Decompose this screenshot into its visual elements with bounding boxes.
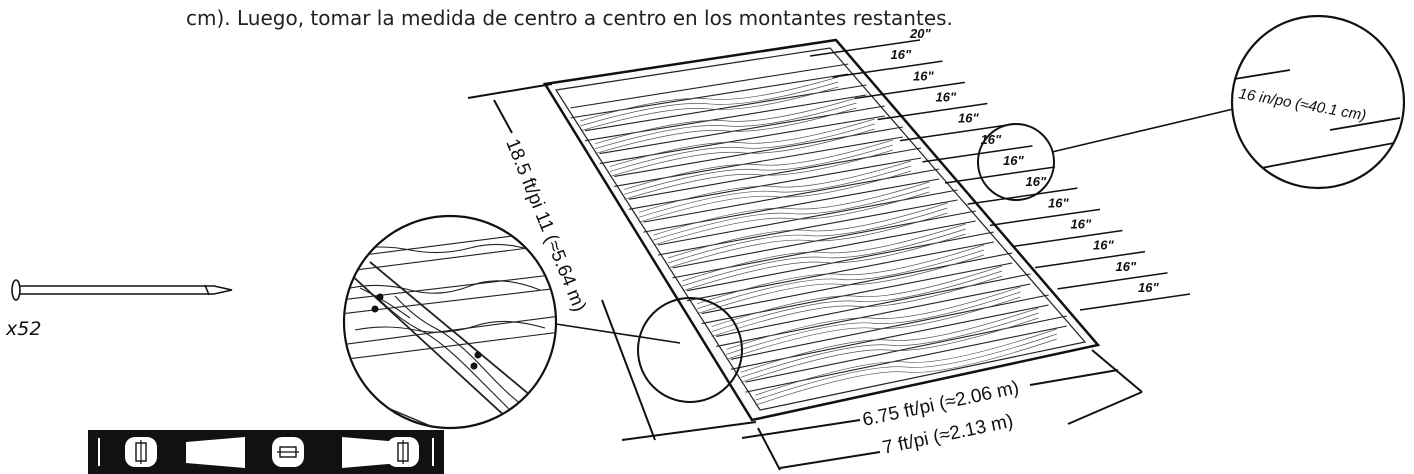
instruction-caption: cm). Luego, tomar la medida de centro a …: [186, 6, 953, 30]
level-vial: [387, 437, 419, 467]
detail-callout-circle: [977, 123, 1055, 201]
magnifier-circle-nailing: [342, 214, 558, 430]
spacing-extension-line: [877, 102, 988, 121]
spacing-extension-line: [1079, 293, 1191, 311]
joist-spacing-label: 16": [1071, 217, 1092, 232]
width-dimensions: [741, 349, 1143, 471]
spacing-extension-line: [1057, 272, 1168, 290]
spacing-extension-line: [944, 166, 1056, 184]
spacing-extension-line: [809, 39, 921, 57]
floor-frame: [542, 38, 1101, 422]
spacing-extension-line: [989, 208, 1101, 227]
joist-spacing-label: 16": [958, 111, 979, 126]
level-icon: [88, 430, 444, 474]
joist-spacing-label: 16": [1138, 280, 1159, 295]
joist-spacing-label: 16": [1093, 238, 1114, 253]
nail-quantity: x52: [6, 318, 42, 340]
spacing-extension-line: [854, 81, 966, 100]
joist-spacing-label: 16": [891, 47, 912, 62]
spacing-extension-line: [832, 60, 943, 78]
spacing-extension-line: [967, 187, 1078, 205]
spacing-extension-line: [1012, 229, 1123, 248]
joist-spacing-label: 16": [1026, 174, 1047, 189]
level-vial: [125, 437, 157, 467]
spacing-extension-line: [1034, 250, 1146, 269]
length-dimension: [467, 83, 757, 441]
joist-spacing-label: 16": [936, 90, 957, 105]
joist-spacing-label: 16": [1116, 259, 1137, 274]
spacing-extension-line: [899, 123, 1011, 142]
joist-spacing-label: 16": [981, 132, 1002, 147]
detail-callout-circle: [637, 297, 743, 403]
joist-spacing-label: 20": [909, 26, 931, 41]
joist-spacing-dimensions: 20"16"16"16"16"16"16"16"16"16"16"16"16": [809, 26, 1191, 311]
level-vial: [272, 437, 304, 467]
nail-icon: [11, 279, 233, 301]
joist-spacing-label: 16": [1048, 195, 1069, 210]
spacing-extension-line: [922, 145, 1033, 163]
joist-spacing-label: 16": [1003, 153, 1024, 168]
joist-spacing-label: 16": [913, 68, 934, 83]
magnifier-circle-spacing: [1230, 14, 1406, 190]
